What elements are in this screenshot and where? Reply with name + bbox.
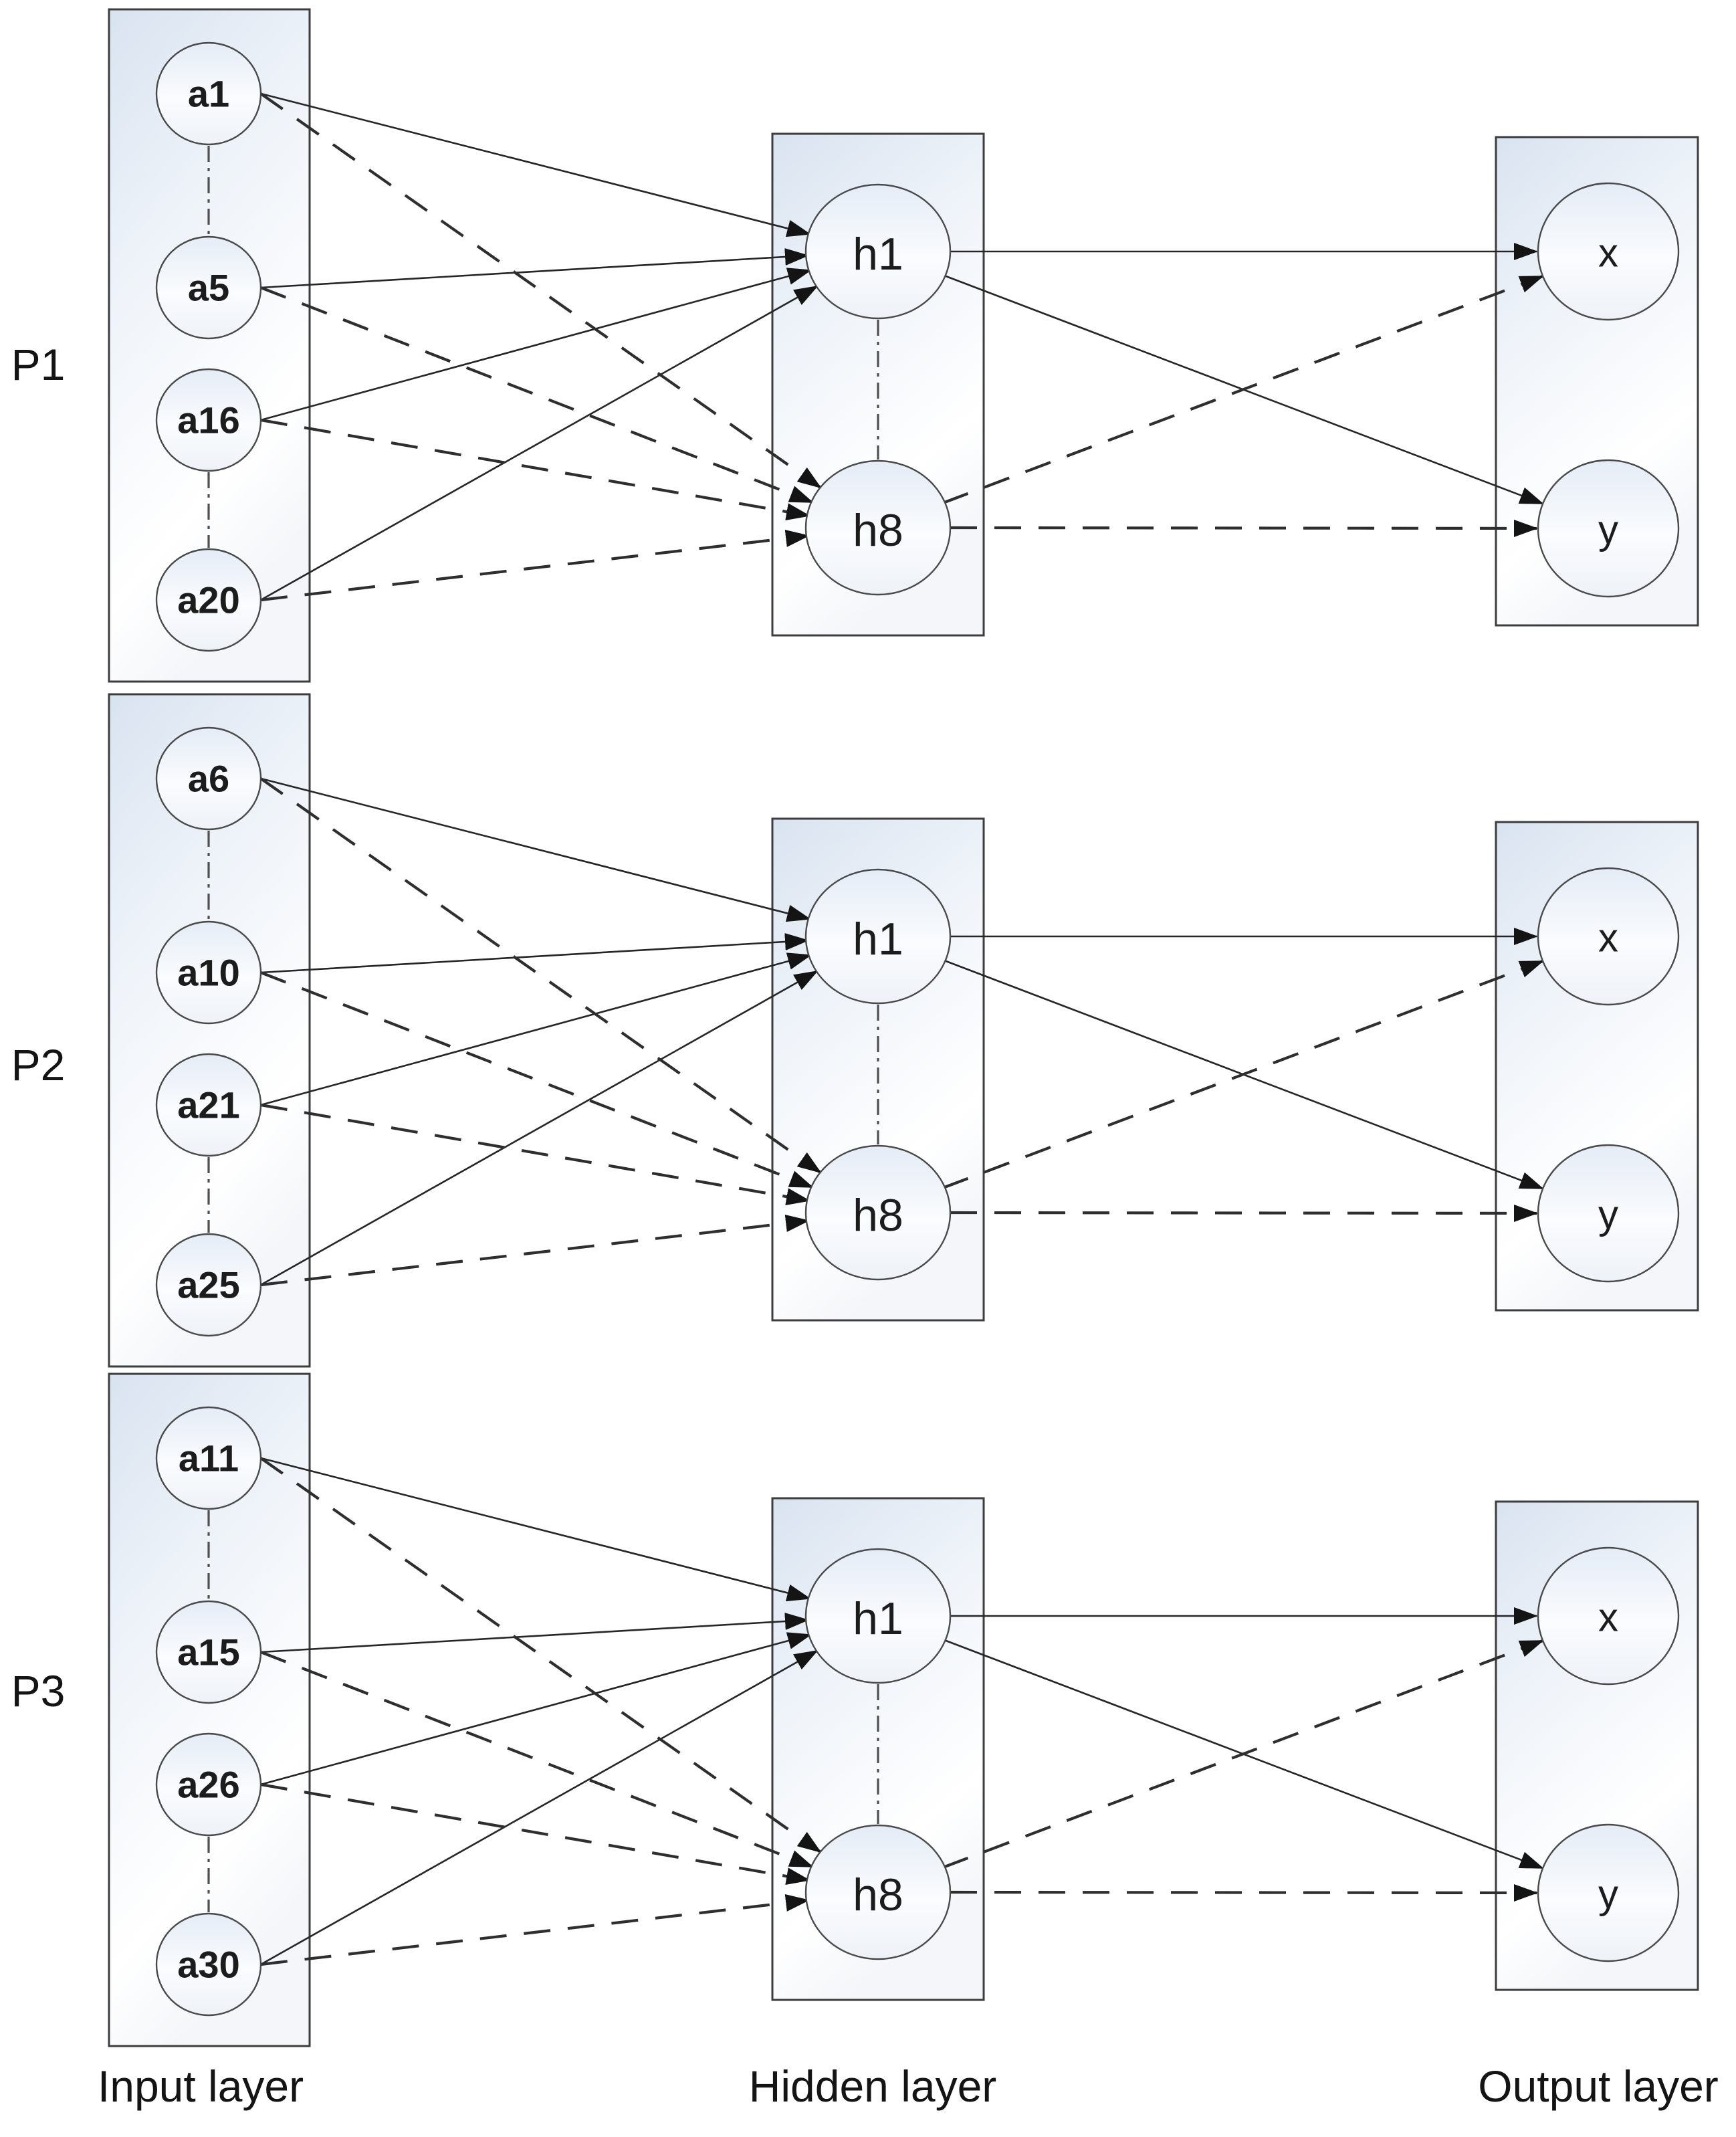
output-node-1 (1537, 182, 1680, 321)
input-node-2-label: a15 (177, 1631, 239, 1673)
input-node-3 (155, 1732, 262, 1837)
edge-input1-h1 (260, 777, 811, 922)
edge-h8-y (950, 1884, 1538, 1902)
hidden-node-2-label: h8 (853, 1869, 903, 1920)
input-node-3-label: a21 (177, 1084, 239, 1126)
hidden-node-1 (804, 183, 952, 320)
output-layer-caption: Output layer (1478, 2061, 1719, 2111)
edge-input3-h8 (260, 1103, 810, 1205)
input-node-3 (155, 368, 262, 472)
input-node-1 (155, 1406, 262, 1510)
panel-p3-label: P3 (11, 1666, 66, 1716)
input-node-4-label: a25 (177, 1264, 239, 1306)
hidden-node-2 (804, 1144, 952, 1281)
input-node-1-label: a6 (188, 758, 229, 800)
hidden-node-2-label: h8 (853, 505, 903, 556)
edge-h8-x (942, 275, 1544, 504)
input-node-3-label: a26 (177, 1764, 239, 1806)
panel-p2: a6 a10 a21 a25 h1 h8 x y (108, 693, 1699, 1368)
edge-input3-h8 (260, 418, 810, 520)
edge-input4-h1 (260, 1649, 819, 1966)
edge-input4-h8 (260, 530, 810, 602)
input-node-3-label: a16 (177, 399, 239, 441)
input-node-4-label: a20 (177, 579, 239, 621)
input-node-1-label: a11 (179, 1437, 239, 1480)
edge-input2-h8 (260, 971, 814, 1189)
edge-h8-x (942, 960, 1544, 1189)
edge-input4-h8 (260, 1215, 810, 1287)
input-node-3 (155, 1053, 262, 1157)
hidden-node-1-label: h1 (853, 1593, 903, 1644)
edge-input4-h1 (260, 970, 819, 1286)
input-node-4 (155, 1912, 262, 2017)
output-node-2-label: y (1598, 1193, 1618, 1237)
output-node-1-label: x (1598, 916, 1618, 960)
output-node-1-label: x (1598, 231, 1618, 276)
input-node-4 (155, 548, 262, 652)
hidden-node-2-label: h8 (853, 1190, 903, 1241)
panel-p2-label: P2 (11, 1040, 66, 1090)
input-node-4 (155, 1233, 262, 1337)
hidden-layer-caption: Hidden layer (749, 2061, 997, 2111)
panel-p1-label: P1 (11, 340, 66, 389)
hidden-node-2 (804, 1824, 952, 1960)
edge-input2-h8 (260, 286, 814, 504)
edge-input2-h1 (260, 1613, 809, 1653)
edge-input1-h8 (259, 777, 822, 1174)
edge-input1-h1 (260, 92, 811, 237)
hidden-node-1 (804, 868, 952, 1005)
edge-input3-h1 (260, 268, 812, 421)
edge-input4-h1 (260, 285, 819, 601)
edge-input3-h1 (260, 952, 812, 1106)
output-node-1-label: x (1598, 1595, 1618, 1640)
output-node-2 (1537, 1823, 1680, 1962)
input-node-1 (155, 726, 262, 831)
edge-input4-h8 (260, 1894, 810, 1966)
output-node-2-label: y (1598, 1872, 1618, 1917)
output-node-1 (1537, 1546, 1680, 1686)
hidden-node-2 (804, 460, 952, 596)
edge-input2-h1 (260, 933, 809, 974)
input-node-2 (155, 235, 262, 340)
input-node-2 (155, 920, 262, 1025)
input-node-1-label: a1 (188, 73, 229, 115)
output-node-2 (1537, 1144, 1680, 1283)
input-node-1 (155, 41, 262, 146)
input-node-4-label: a30 (177, 1944, 239, 1986)
edge-input3-h8 (260, 1783, 810, 1885)
panel-p1: a1 a5 a16 a20 h1 h8 x y (108, 8, 1699, 683)
edge-input1-h8 (259, 1457, 822, 1853)
edge-input1-h8 (259, 92, 822, 489)
input-node-2-label: a5 (188, 267, 229, 309)
output-node-2 (1537, 459, 1680, 598)
edge-input2-h8 (260, 1651, 814, 1868)
edge-input1-h1 (260, 1457, 811, 1602)
input-layer-caption: Input layer (98, 2061, 304, 2111)
output-node-1 (1537, 867, 1680, 1006)
hidden-node-1-label: h1 (853, 229, 903, 280)
panel-p3: a11 a15 a26 a30 h1 h8 x y (108, 1372, 1699, 2047)
hidden-node-1 (804, 1548, 952, 1684)
edge-input3-h1 (260, 1632, 812, 1786)
edge-h8-x (942, 1639, 1544, 1869)
output-node-2-label: y (1598, 508, 1618, 552)
hidden-node-1-label: h1 (853, 914, 903, 964)
input-node-2 (155, 1600, 262, 1704)
edge-input2-h1 (260, 248, 809, 289)
input-node-2-label: a10 (177, 952, 239, 994)
